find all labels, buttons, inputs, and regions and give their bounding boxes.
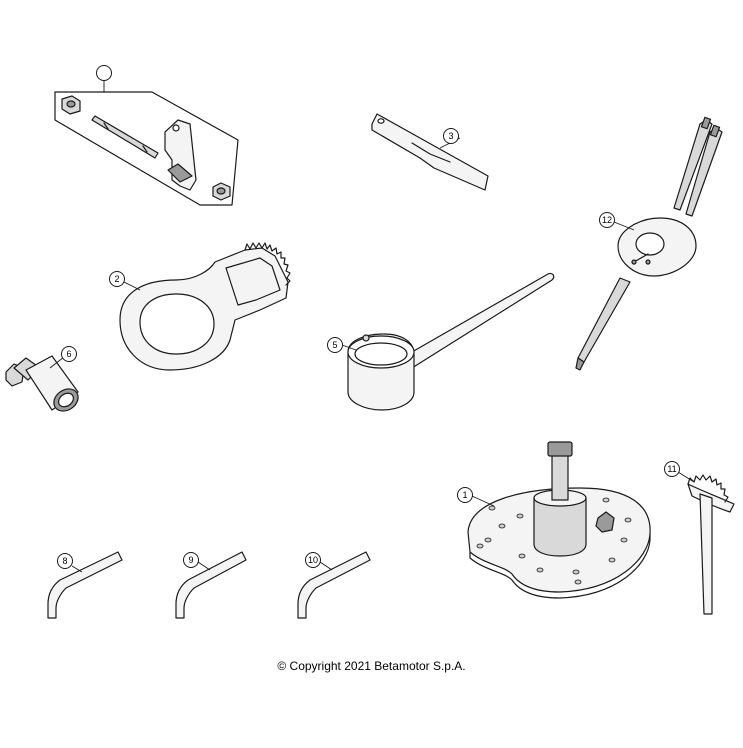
callout-9: 9	[183, 552, 199, 568]
part-2-holder-wrench	[119, 242, 291, 371]
svg-text:11: 11	[667, 464, 676, 474]
part-5-cup-handle	[347, 272, 555, 411]
callout-12: 12	[599, 212, 615, 228]
svg-text:12: 12	[602, 215, 612, 225]
callout-4	[96, 65, 112, 81]
callout-3: 3	[443, 128, 459, 144]
callout-1: 1	[457, 487, 473, 503]
part-1-plate-puller	[467, 441, 651, 599]
part-12-tap-wrench	[575, 116, 723, 371]
leader-lines	[49, 80, 695, 573]
callout-6: 6	[61, 346, 77, 362]
part-4-tool-kit	[54, 91, 239, 206]
svg-text:6: 6	[66, 349, 71, 359]
svg-text:9: 9	[188, 555, 193, 565]
part-11-toothed-key	[687, 474, 735, 615]
callout-2: 2	[109, 271, 125, 287]
part-10-hex-key	[297, 551, 371, 619]
copyright-notice: © Copyright 2021 Betamotor S.p.A.	[277, 659, 466, 673]
svg-text:8: 8	[62, 556, 67, 566]
callout-5: 5	[327, 337, 343, 353]
part-8-hex-key	[47, 551, 123, 619]
callout-10: 10	[305, 552, 321, 568]
svg-text:10: 10	[308, 555, 318, 565]
svg-text:5: 5	[332, 340, 337, 350]
part-9-hex-key	[175, 551, 247, 619]
svg-text:2: 2	[114, 274, 119, 284]
callout-11: 11	[664, 461, 680, 477]
svg-text:1: 1	[462, 490, 467, 500]
part-3-flat-bar	[371, 113, 489, 191]
part-6-socket-tool	[5, 355, 79, 412]
callout-8: 8	[57, 553, 73, 569]
svg-text:3: 3	[448, 131, 453, 141]
